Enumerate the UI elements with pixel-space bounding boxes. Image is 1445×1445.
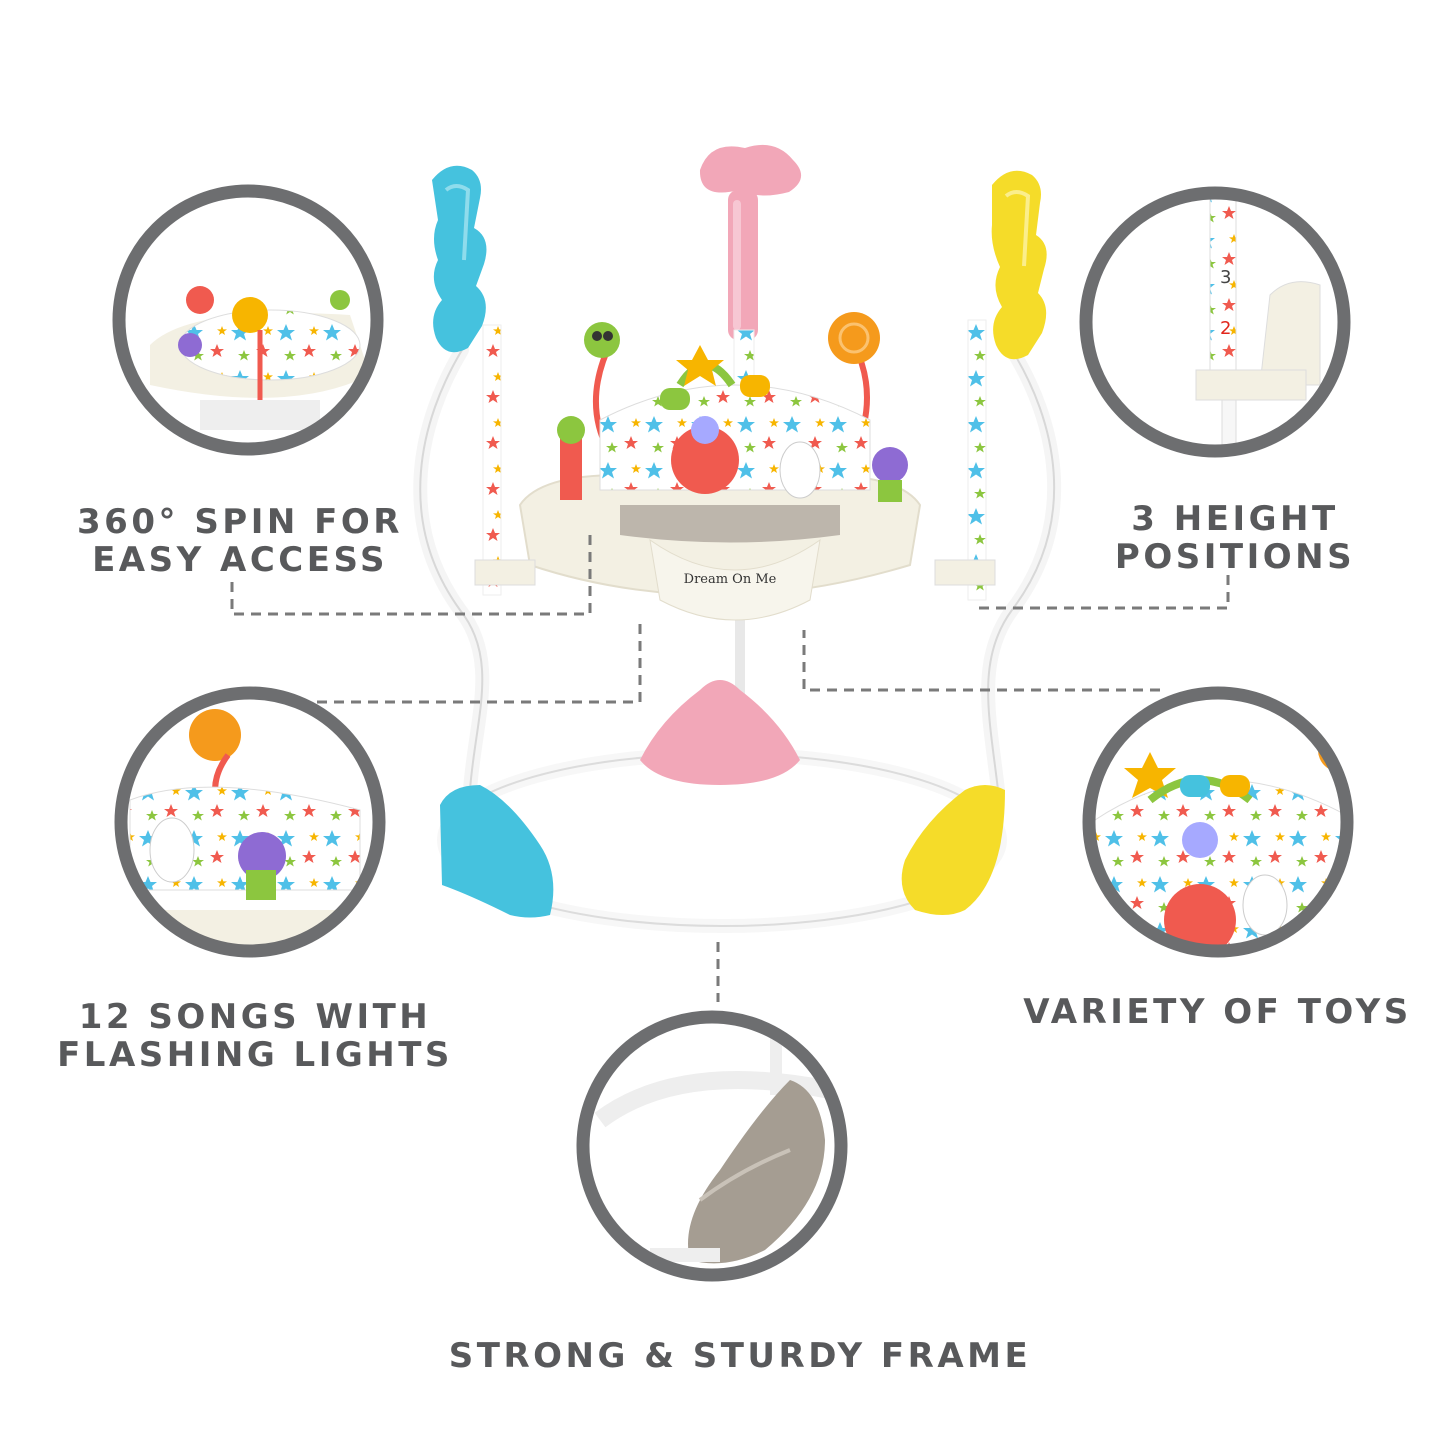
detail-circle-toys bbox=[1082, 686, 1354, 958]
detail-circle-height: 3 2 bbox=[1079, 186, 1351, 458]
main-jumper bbox=[413, 144, 1062, 933]
height-label-line1: 3 HEIGHT bbox=[1131, 499, 1339, 539]
spin-label: 360° SPIN FOR EASY ACCESS bbox=[70, 503, 410, 579]
frame-label: STRONG & STURDY FRAME bbox=[420, 1337, 1060, 1375]
frame-label-line1: STRONG & STURDY FRAME bbox=[448, 1336, 1032, 1376]
yellow-column bbox=[991, 170, 1047, 360]
songs-label: 12 SONGS WITH FLASHING LIGHTS bbox=[50, 998, 460, 1074]
height-label: 3 HEIGHT POSITIONS bbox=[1100, 500, 1370, 576]
brand-logo: Dream On Me bbox=[683, 572, 777, 587]
spin-label-line2: EASY ACCESS bbox=[92, 540, 388, 580]
detail-circle-songs bbox=[114, 686, 386, 958]
spin-label-line1: 360° SPIN FOR bbox=[77, 502, 403, 542]
svg-text:3: 3 bbox=[1220, 267, 1231, 288]
leader-lines bbox=[230, 534, 1230, 1002]
svg-text:2: 2 bbox=[1220, 318, 1231, 339]
height-label-line2: POSITIONS bbox=[1114, 537, 1356, 577]
songs-label-line2: FLASHING LIGHTS bbox=[57, 1035, 453, 1075]
pink-column bbox=[699, 144, 802, 340]
songs-label-line1: 12 SONGS WITH bbox=[78, 997, 432, 1037]
detail-circle-spin bbox=[112, 184, 384, 456]
blue-column bbox=[432, 165, 487, 353]
detail-circle-frame bbox=[576, 1010, 848, 1282]
toys-label-line1: VARIETY OF TOYS bbox=[1023, 992, 1412, 1032]
toys-label: VARIETY OF TOYS bbox=[1010, 993, 1425, 1031]
